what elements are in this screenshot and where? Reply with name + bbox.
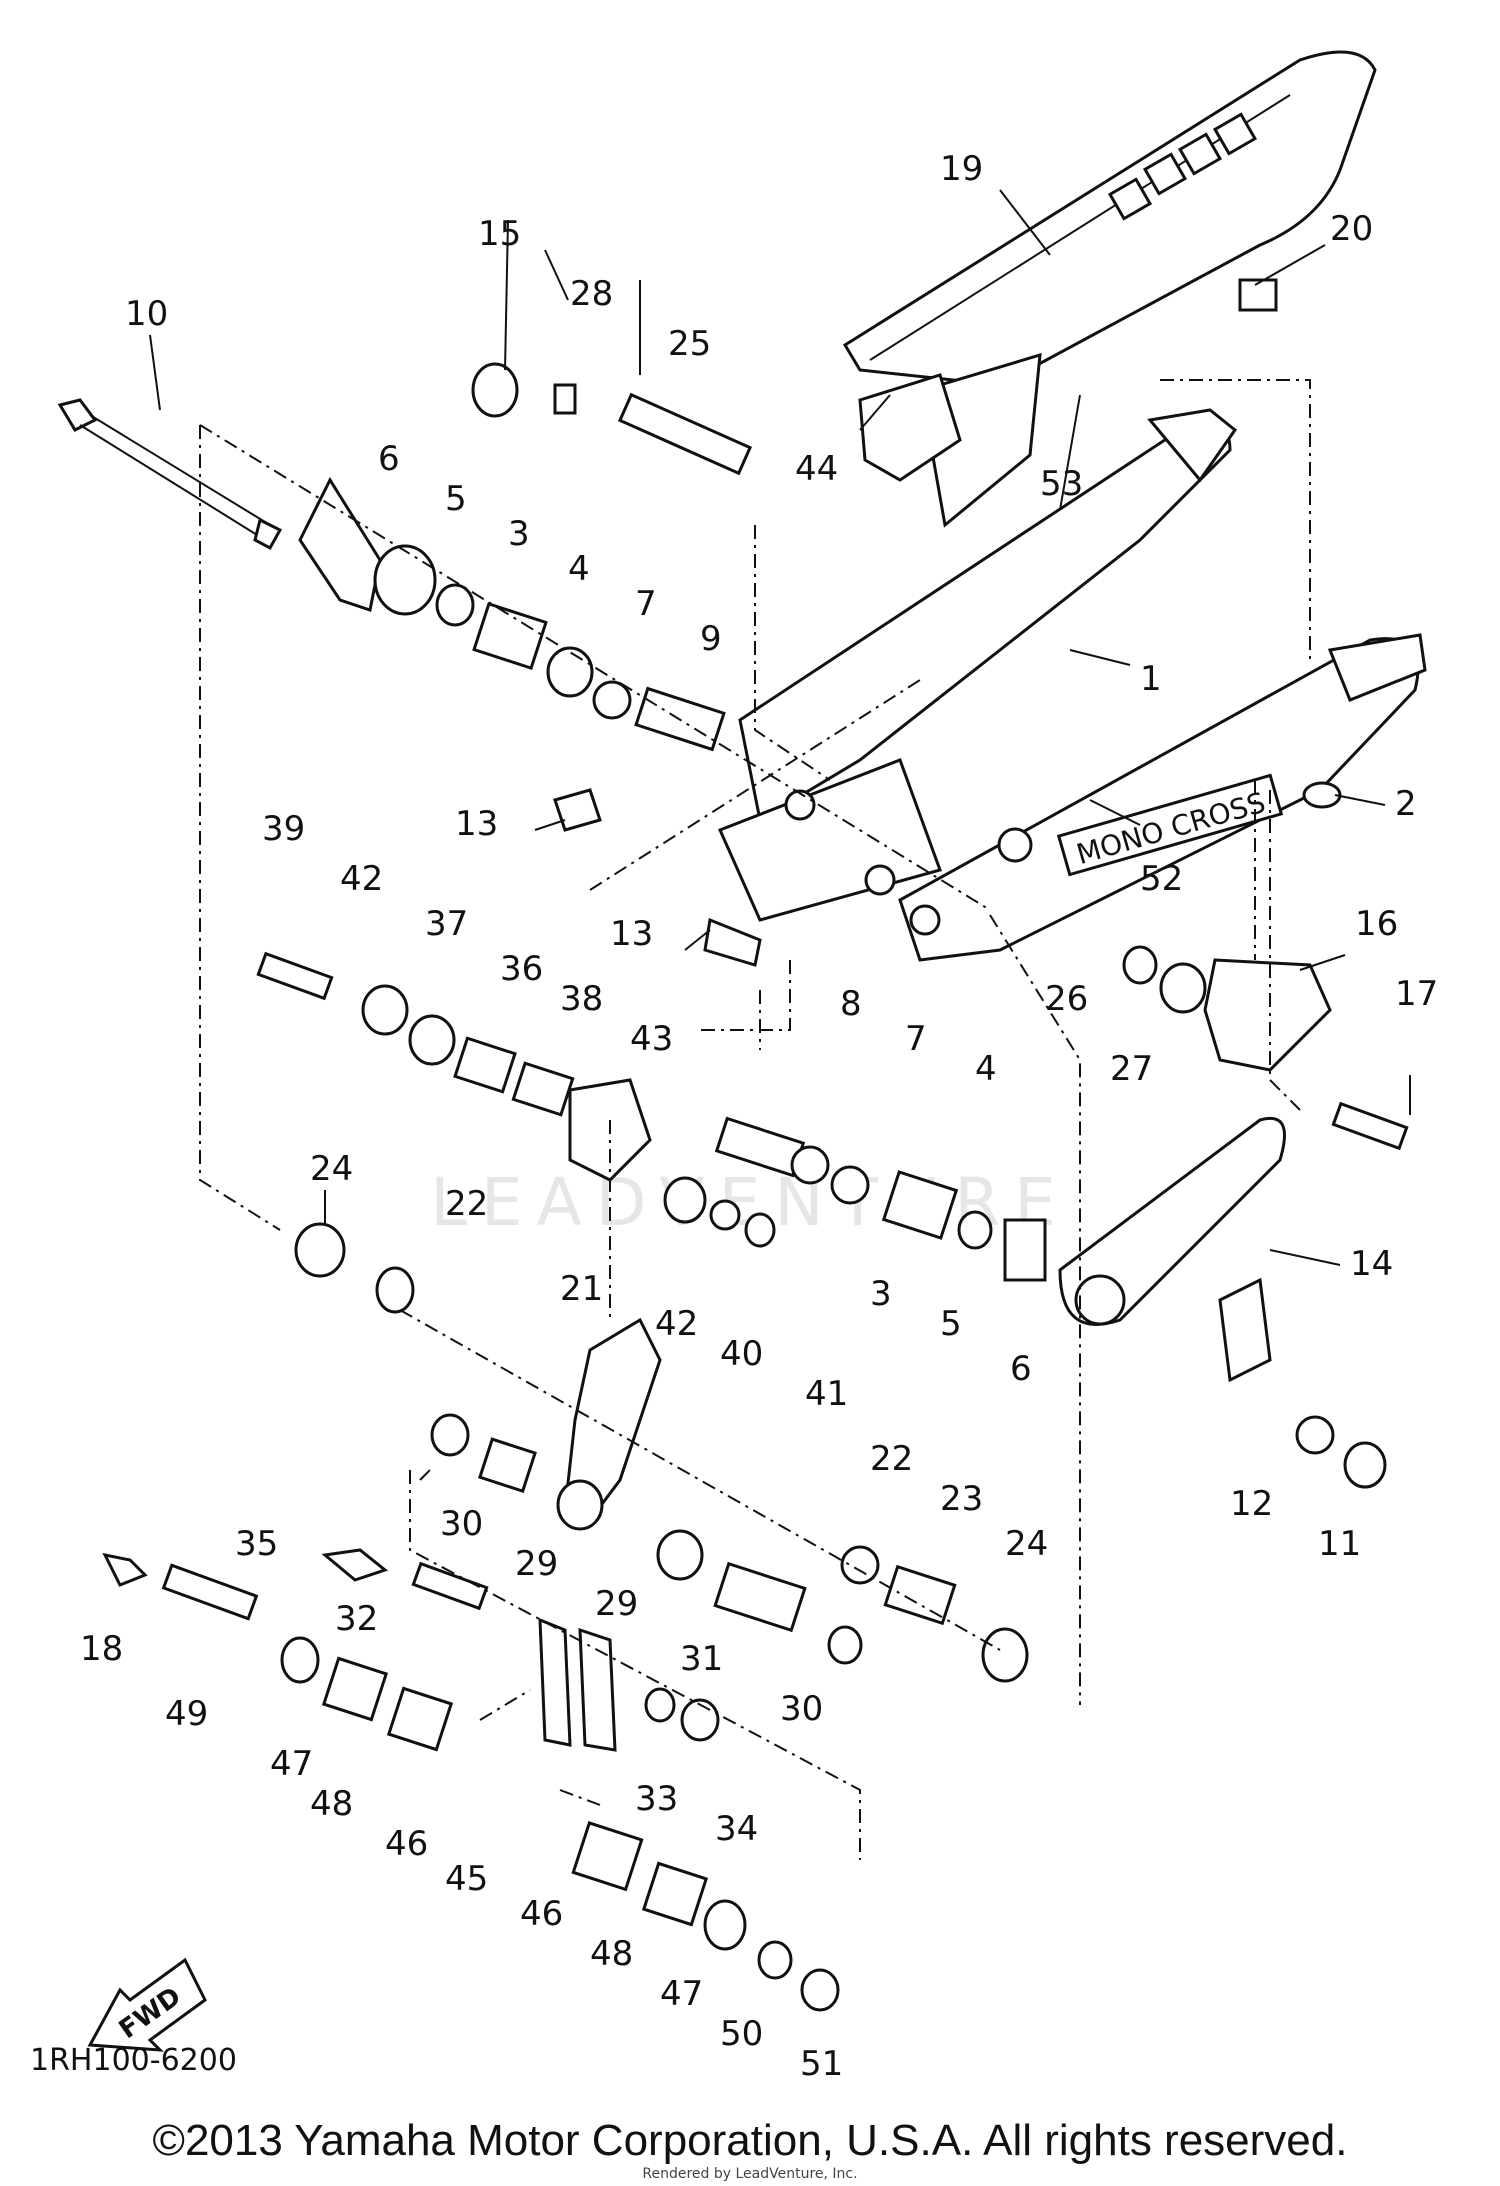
part-label-8: 8 <box>840 984 862 1024</box>
part-label-18: 18 <box>80 1629 123 1669</box>
chain-guard-part <box>842 50 1377 528</box>
part-label-6: 6 <box>378 439 400 479</box>
part-label-47: 47 <box>660 1974 703 2014</box>
part-label-4: 4 <box>975 1049 997 1089</box>
part-label-2: 2 <box>1395 784 1417 824</box>
part-label-43: 43 <box>630 1019 673 1059</box>
part-label-31: 31 <box>680 1639 723 1679</box>
part-label-12: 12 <box>1230 1484 1273 1524</box>
lower-link-parts <box>102 1413 1029 2012</box>
part-label-28: 28 <box>570 274 613 314</box>
part-labels: 1 2 3 3 4 4 5 5 6 6 7 7 8 9 10 11 12 13 … <box>80 149 1438 2084</box>
part-label-30: 30 <box>440 1504 483 1544</box>
part-label-11: 11 <box>1318 1524 1361 1564</box>
part-label-9: 9 <box>700 619 722 659</box>
part-label-23: 23 <box>940 1479 983 1519</box>
shaft-bracket-part <box>298 476 382 612</box>
part-label-6: 6 <box>1010 1349 1032 1389</box>
part-label-44: 44 <box>795 449 838 489</box>
part-label-45: 45 <box>445 1859 488 1899</box>
part-label-24: 24 <box>1005 1524 1048 1564</box>
part-label-25: 25 <box>668 324 711 364</box>
part-label-29: 29 <box>595 1584 638 1624</box>
part-label-13: 13 <box>610 914 653 954</box>
part-label-21: 21 <box>560 1269 603 1309</box>
part-label-14: 14 <box>1350 1244 1393 1284</box>
part-label-24: 24 <box>310 1149 353 1189</box>
part-label-13: 13 <box>455 804 498 844</box>
part-label-4: 4 <box>568 549 590 589</box>
part-label-15: 15 <box>478 214 521 254</box>
part-label-19: 19 <box>940 149 983 189</box>
part-label-5: 5 <box>445 479 467 519</box>
part-label-17: 17 <box>1395 974 1438 1014</box>
part-label-20: 20 <box>1330 209 1373 249</box>
part-label-39: 39 <box>262 809 305 849</box>
part-label-34: 34 <box>715 1809 758 1849</box>
part-label-35: 35 <box>235 1524 278 1564</box>
part-label-16: 16 <box>1355 904 1398 944</box>
render-credit: Rendered by LeadVenture, Inc. <box>642 2166 857 2182</box>
part-label-48: 48 <box>590 1934 633 1974</box>
upper-bearing-parts <box>373 362 762 967</box>
part-label-7: 7 <box>905 1019 927 1059</box>
part-label-42: 42 <box>655 1304 698 1344</box>
part-label-22: 22 <box>870 1439 913 1479</box>
part-label-26: 26 <box>1045 979 1088 1019</box>
part-label-49: 49 <box>165 1694 208 1734</box>
part-label-47: 47 <box>270 1744 313 1784</box>
part-label-46: 46 <box>520 1894 563 1934</box>
part-label-41: 41 <box>805 1374 848 1414</box>
part-label-10: 10 <box>125 294 168 334</box>
chain-puller-parts <box>1122 278 1409 1151</box>
relay-arm-parts <box>1058 1117 1387 1489</box>
part-label-38: 38 <box>560 979 603 1019</box>
part-label-29: 29 <box>515 1544 558 1584</box>
part-label-40: 40 <box>720 1334 763 1374</box>
part-label-33: 33 <box>635 1779 678 1819</box>
part-label-3: 3 <box>508 514 530 554</box>
pivot-shaft-part <box>57 398 283 551</box>
leader-lines <box>149 189 1411 1266</box>
alignment-lines <box>199 379 1311 1860</box>
part-label-36: 36 <box>500 949 543 989</box>
part-label-27: 27 <box>1110 1049 1153 1089</box>
part-label-52: 52 <box>1140 859 1183 899</box>
part-label-53: 53 <box>1040 464 1083 504</box>
diagram-code: 1RH100-6200 <box>30 2043 237 2078</box>
copyright-notice: ©2013 Yamaha Motor Corporation, U.S.A. A… <box>153 2116 1348 2165</box>
connecting-rod-part <box>563 1317 662 1522</box>
part-label-42: 42 <box>340 859 383 899</box>
part-label-48: 48 <box>310 1784 353 1824</box>
part-label-30: 30 <box>780 1689 823 1729</box>
part-label-22: 22 <box>445 1184 488 1224</box>
part-label-51: 51 <box>800 2044 843 2084</box>
part-label-1: 1 <box>1140 659 1162 699</box>
swingarm-part: MONO CROSS <box>717 408 1427 962</box>
part-label-5: 5 <box>940 1304 962 1344</box>
forward-arrow-icon: FWD <box>87 1957 207 2052</box>
part-label-50: 50 <box>720 2014 763 2054</box>
part-label-37: 37 <box>425 904 468 944</box>
middle-bearing-parts <box>256 951 1047 1314</box>
part-label-3: 3 <box>870 1274 892 1314</box>
part-label-32: 32 <box>335 1599 378 1639</box>
part-label-7: 7 <box>635 584 657 624</box>
part-label-46: 46 <box>385 1824 428 1864</box>
